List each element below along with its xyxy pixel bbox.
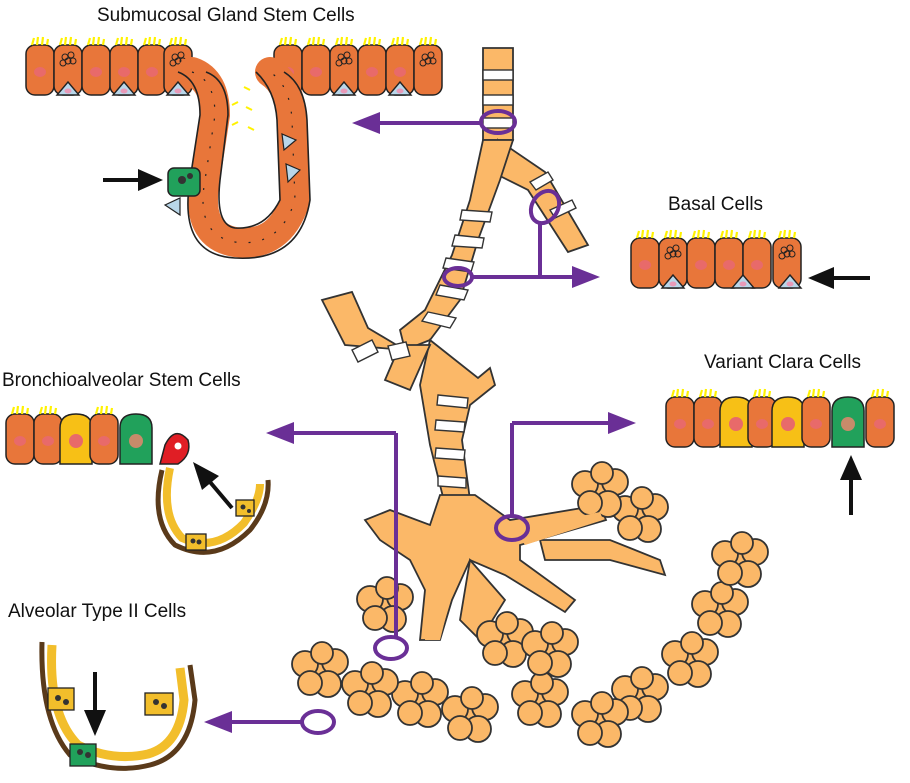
bronchioalveolar-illustration [6, 406, 271, 555]
label-alveolar-type-ii-cells: Alveolar Type II Cells [8, 601, 187, 622]
pointer-variant-clara [494, 412, 636, 542]
submucosal-gland-illustration [26, 37, 442, 259]
pointer-bronchioalveolar [266, 422, 409, 661]
pointer-submucosal [352, 109, 517, 135]
pointer-basal [442, 188, 600, 288]
pointer-alveolar [204, 709, 336, 735]
label-basal-cells: Basal Cells [668, 194, 764, 215]
alveolar-type-ii-illustration [39, 641, 198, 771]
label-variant-clara-cells: Variant Clara Cells [704, 352, 861, 373]
variant-clara-illustration [666, 389, 894, 515]
alveolar-clusters [291, 461, 769, 748]
basal-cells-illustration [631, 230, 870, 289]
label-bronchioalveolar-stem-cells: Bronchioalveolar Stem Cells [2, 370, 241, 391]
label-submucosal-gland-stem-cells: Submucosal Gland Stem Cells [97, 5, 355, 26]
